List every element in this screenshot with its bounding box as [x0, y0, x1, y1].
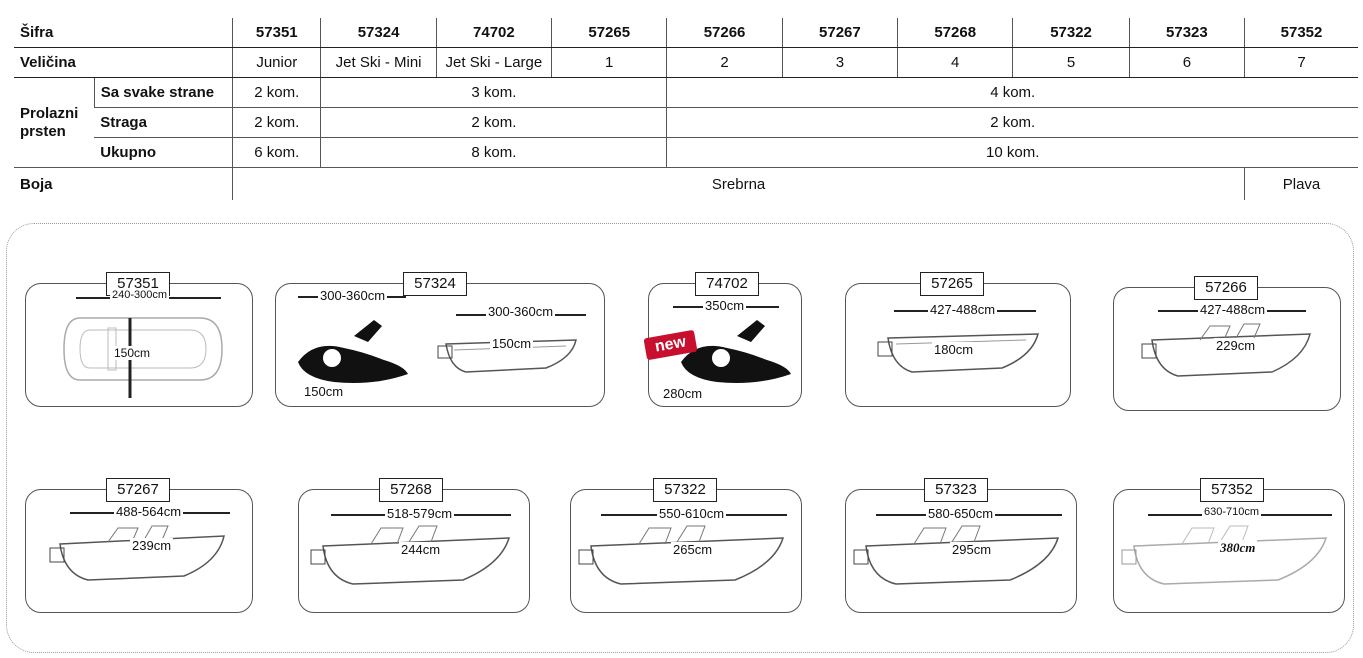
boat-icon	[49, 525, 225, 581]
boat-icon	[578, 525, 785, 585]
code-cell: 57352	[1244, 18, 1358, 48]
length-label: 427-488cm	[1198, 302, 1268, 317]
total-cell: 6 kom.	[232, 137, 321, 168]
width-label: 180cm	[932, 342, 976, 357]
width-label: 239cm	[130, 538, 174, 553]
sifra-label: Šifra	[14, 18, 233, 48]
card-code: 57267	[106, 478, 170, 502]
card-57323: 57323 580-650cm 295cm	[845, 478, 1077, 613]
sides-cell: 4 kom.	[666, 77, 1358, 108]
length-label: 300-360cm	[486, 304, 556, 319]
width-label: 150cm	[112, 346, 153, 360]
length-label: 300-360cm	[318, 288, 388, 303]
size-cell: 4	[897, 47, 1013, 78]
width-label: 150cm	[490, 336, 534, 351]
width-label: 150cm	[302, 384, 346, 399]
size-cell: Junior	[232, 47, 321, 78]
width-label: 295cm	[950, 542, 994, 557]
code-cell: 57322	[1012, 18, 1130, 48]
card-code: 57265	[920, 272, 984, 296]
card-74702: 74702 350cm 280cm new	[643, 272, 802, 407]
length-label: 488-564cm	[114, 504, 184, 519]
velicina-label: Veličina	[14, 47, 233, 78]
size-cell: Jet Ski - Large	[435, 47, 552, 78]
color-label: Boja	[14, 167, 233, 200]
boat-icon	[853, 525, 1060, 585]
card-57352: 57352 630-710cm 380cm	[1113, 478, 1345, 613]
code-cell: 57323	[1128, 18, 1245, 48]
length-label: 630-710cm	[1202, 506, 1262, 518]
width-label: 229cm	[1214, 338, 1258, 353]
rear-cell: 2 kom.	[320, 107, 667, 138]
total-label: Ukupno	[94, 137, 233, 168]
length-label: 427-488cm	[928, 302, 998, 317]
width-label: 244cm	[399, 542, 443, 557]
rear-label: Straga	[94, 107, 233, 138]
length-label: 550-610cm	[657, 506, 727, 521]
card-code: 74702	[695, 272, 759, 296]
width-label: 280cm	[661, 386, 705, 401]
color-cell: Plava	[1244, 167, 1358, 200]
jet-ski-icon	[298, 320, 408, 383]
boat-icon	[1141, 323, 1311, 377]
total-cell: 8 kom.	[320, 137, 667, 168]
length-label: 350cm	[703, 298, 747, 313]
code-cell: 57268	[897, 18, 1013, 48]
size-cell: Jet Ski - Mini	[320, 47, 437, 78]
width-label: 265cm	[671, 542, 715, 557]
length-label: 240-300cm	[110, 289, 170, 301]
sides-cell: 3 kom.	[320, 77, 667, 108]
card-57322: 57322 550-610cm 265cm	[570, 478, 802, 613]
width-label: 380cm	[1218, 540, 1258, 556]
size-cell: 3	[781, 47, 898, 78]
sides-cell: 2 kom.	[232, 77, 321, 108]
diagram-area	[6, 223, 1354, 653]
length-label: 580-650cm	[926, 506, 996, 521]
size-cell: 6	[1128, 47, 1245, 78]
rear-cell: 2 kom.	[232, 107, 321, 138]
jet-ski-icon	[681, 320, 791, 383]
color-cell: Srebrna	[232, 167, 1245, 200]
card-code: 57324	[403, 272, 467, 296]
card-57324: 57324 300-360cm 150cm 300-360cm 150cm	[275, 272, 605, 407]
size-cell: 1	[551, 47, 667, 78]
code-cell: 57265	[551, 18, 667, 48]
sides-label: Sa svake strane	[93, 77, 233, 108]
length-label: 518-579cm	[385, 506, 455, 521]
card-code: 57352	[1200, 478, 1264, 502]
code-cell: 57351	[232, 18, 321, 48]
card-57351: 57351 240-300cm 150cm	[25, 272, 253, 407]
code-cell: 57267	[781, 18, 898, 48]
rear-cell: 2 kom.	[666, 107, 1358, 138]
card-57265: 57265 427-488cm 180cm	[845, 272, 1071, 407]
card-code: 57323	[924, 478, 988, 502]
card-code: 57322	[653, 478, 717, 502]
ring-label: Prolazni prsten	[14, 77, 95, 168]
spec-table: Šifra 57351 57324 74702 57265 57266 5726…	[14, 18, 1358, 200]
boat-icon	[310, 525, 511, 585]
card-code: 57266	[1194, 276, 1258, 300]
card-code: 57268	[379, 478, 443, 502]
total-cell: 10 kom.	[666, 137, 1358, 168]
size-cell: 7	[1244, 47, 1358, 78]
card-57268: 57268 518-579cm 244cm	[298, 478, 530, 613]
code-cell: 57266	[666, 18, 783, 48]
card-57267: 57267 488-564cm 239cm	[25, 478, 253, 613]
boat-icon	[1121, 525, 1328, 585]
code-cell: 57324	[320, 18, 437, 48]
code-cell: 74702	[435, 18, 552, 48]
size-cell: 2	[666, 47, 783, 78]
card-57266: 57266 427-488cm 229cm	[1113, 276, 1341, 411]
size-cell: 5	[1012, 47, 1130, 78]
